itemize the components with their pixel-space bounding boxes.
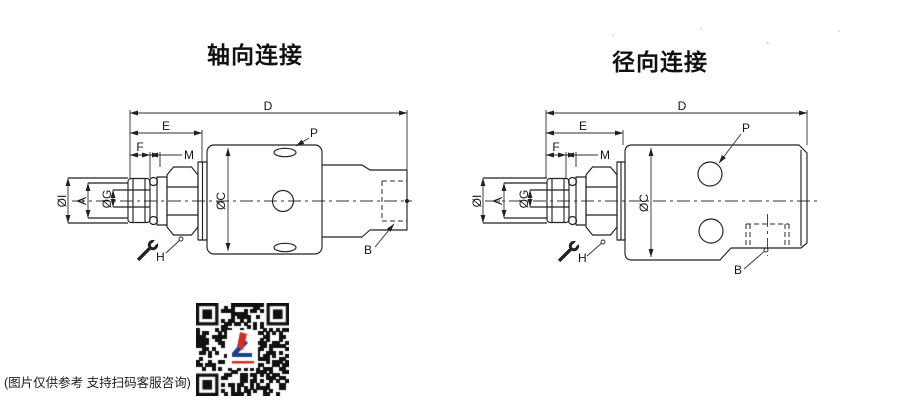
wrench-icon — [136, 237, 161, 262]
axial-hidden-thread-port — [381, 180, 407, 222]
radial-part-outline — [483, 144, 808, 261]
axial-dim-label-dia-G: ØG — [100, 190, 114, 209]
radial-dim-label-M: M — [600, 148, 610, 162]
axial-port-label-P: P — [310, 126, 318, 140]
radial-dim-label-D: D — [678, 99, 687, 113]
axial-part-outline — [68, 144, 408, 255]
radial-dimension-lines — [480, 110, 808, 258]
radial-hidden-bottom-port — [745, 223, 790, 248]
axial-dim-label-dia-C: ØC — [214, 192, 228, 210]
customer-service-qr-code — [196, 303, 289, 396]
radial-connection-title: 径向连接 — [612, 49, 708, 75]
axial-dim-label-E: E — [162, 119, 170, 133]
axial-shaft-center-dot — [405, 199, 409, 203]
axial-connection-title: 轴向连接 — [207, 42, 303, 68]
radial-dim-label-dia-I: ØI — [470, 195, 484, 208]
radial-dim-label-A: A — [491, 197, 505, 205]
radial-dim-label-F: F — [552, 140, 559, 154]
axial-dim-label-F: F — [136, 140, 143, 154]
radial-port-label-P: P — [742, 121, 750, 135]
radial-dim-label-dia-G: ØG — [517, 190, 531, 209]
radial-dim-label-dia-C: ØC — [637, 194, 651, 212]
radial-connection-drawing: D E F M P B H ØI A ØG ØC — [470, 99, 820, 277]
axial-port-label-B: B — [364, 243, 372, 257]
radial-leader-lines — [586, 133, 769, 270]
radial-dim-label-E: E — [579, 119, 587, 133]
axial-dim-label-dia-I: ØI — [55, 195, 69, 208]
axial-dim-label-A: A — [75, 197, 89, 205]
axial-connection-drawing: D E F M P B H ØI A ØG ØC — [55, 99, 412, 264]
axial-dim-label-M: M — [184, 148, 194, 162]
reference-caption: (图片仅供参考 支持扫码客服咨询) — [4, 376, 191, 390]
radial-port-label-B: B — [734, 263, 742, 277]
axial-wrench-label-H: H — [156, 250, 165, 264]
axial-dim-label-D: D — [264, 99, 273, 113]
axial-leader-lines — [165, 137, 395, 254]
axial-dimension-lines — [65, 110, 408, 252]
radial-wrench-label-H: H — [578, 251, 587, 265]
wrench-icon — [557, 238, 582, 263]
